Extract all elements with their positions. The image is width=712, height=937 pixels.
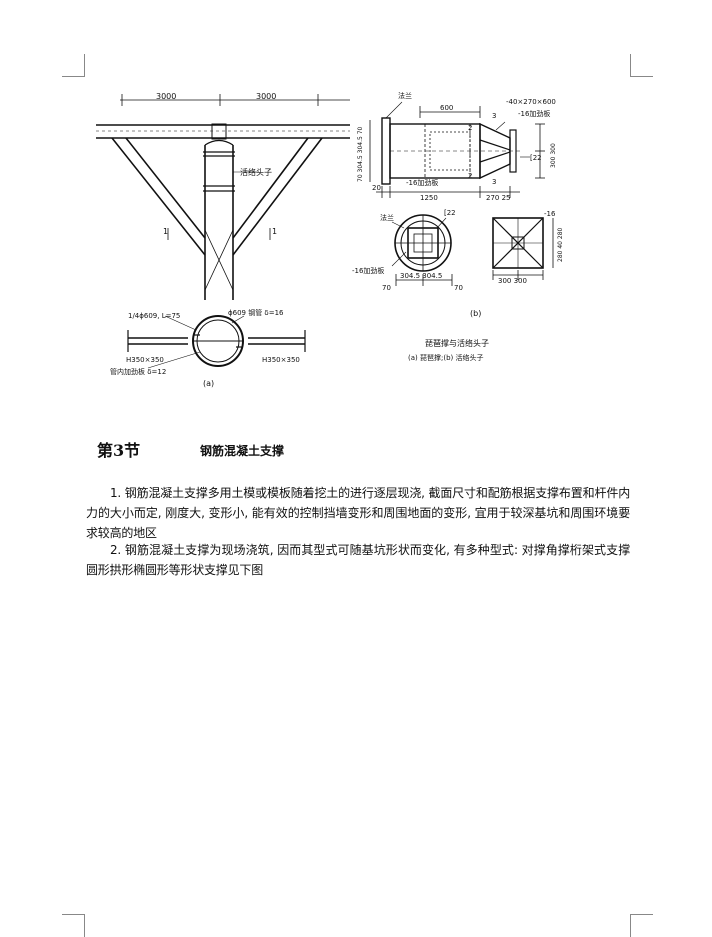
crop-mark-bottom-right [630, 914, 653, 937]
dim-280-label: 280 40 280 [557, 227, 564, 262]
marker-2-top: 2 [468, 124, 472, 132]
figure-caption-sub: (a) 琵琶撑;(b) 活络头子 [408, 353, 483, 362]
dim-vertical-left: 70 304.5 304.5 70 [357, 126, 364, 182]
dim-70-left-label: 70 [382, 284, 391, 292]
flange-label-bottom: 法兰 [380, 213, 394, 222]
crop-mark-bottom-left [62, 914, 85, 937]
h-section-right-label: H350×350 [262, 356, 300, 364]
caption-b: (b) [470, 309, 481, 318]
marker-2-bottom: 2 [468, 172, 472, 180]
dim-1250-label: 1250 [420, 194, 438, 202]
stiffener-label-bottom: -16加劲板 [352, 266, 384, 275]
marker-3-top: 3 [492, 112, 496, 120]
dim-20-label: 20 [372, 184, 381, 192]
h-section-left-label: H350×350 [126, 356, 164, 364]
dim-300-label: 300 300 [498, 277, 527, 285]
steel-pipe-label: ϕ609 钢管 δ=16 [228, 308, 284, 317]
crop-mark-top-right [630, 54, 653, 77]
inner-plate-label: 管内加劲板 δ=12 [110, 367, 166, 376]
crop-mark-top-left [62, 54, 85, 77]
marker-3-bottom: 3 [492, 178, 496, 186]
caption-a: (a) [203, 379, 214, 388]
figure-b-flange-view [391, 214, 453, 286]
dim-minus16-label: -16 [544, 210, 556, 218]
stiffener-label-mid: -16加劲板 [406, 178, 438, 187]
figure-caption-main: 琵琶撑与活络头子 [425, 338, 489, 348]
stiffener-label-top: -16加劲板 [518, 109, 550, 118]
figure-b-stiffener-view [492, 217, 554, 280]
section-marker-right: 1 [272, 227, 277, 236]
dim-circle-label: 304.5 304.5 [400, 272, 442, 280]
dim-70-right-label: 70 [454, 284, 463, 292]
section-marker-left: 1 [163, 227, 168, 236]
section-number: 第3节 [97, 441, 141, 460]
plate-dim-label: -40×270×600 [506, 98, 556, 106]
dim-600-label: 600 [440, 104, 453, 112]
paragraph-1: 1. 钢筋混凝土支撑多用土模或模板随着挖土的进行逐层现浇, 截面尺寸和配筋根据支… [86, 486, 630, 540]
dim-270-25-label: 270 25 [486, 194, 511, 202]
flange-label-top: 法兰 [398, 91, 412, 100]
figure-b-side-view [369, 101, 545, 198]
huojie-label: 活络头子 [240, 167, 272, 177]
engineering-figure: 3000 3000 活络头子 1 1 1/4ϕ609, L=75 ϕ609 钢管… [96, 91, 564, 388]
channel-label: [22 [530, 154, 542, 162]
dim-left-label: 3000 [156, 92, 176, 101]
channel-label-bottom: [22 [444, 209, 456, 217]
paragraph-2: 2. 钢筋混凝土支撑为现场浇筑, 因而其型式可随基坑形状而变化, 有多种型式: … [86, 543, 630, 577]
dim-vertical-right: 300 300 [550, 143, 557, 168]
section-title: 钢筋混凝土支撑 [200, 444, 285, 458]
figure-a-drawing [96, 94, 350, 369]
dim-right-label: 3000 [256, 92, 276, 101]
pipe-stiffener-label: 1/4ϕ609, L=75 [128, 312, 180, 320]
